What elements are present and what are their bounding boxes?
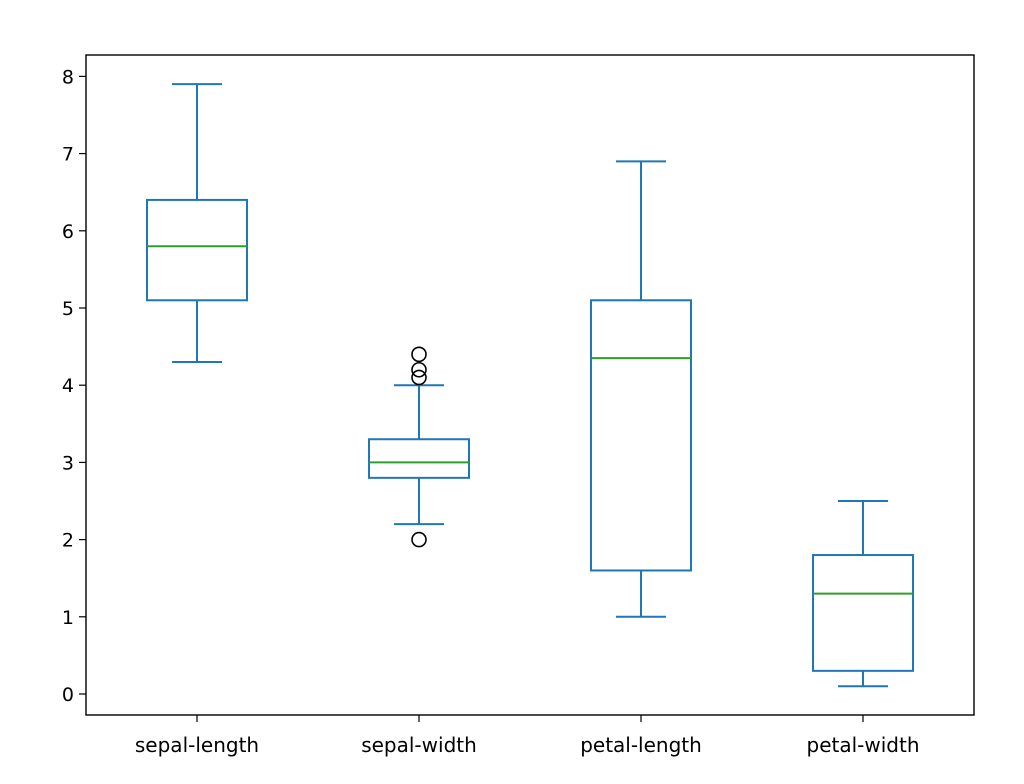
iqr-box bbox=[590, 299, 692, 572]
y-tick-label: 4 bbox=[62, 375, 74, 397]
y-tick-label: 2 bbox=[62, 530, 74, 552]
x-axis: sepal-length sepal-width petal-length petal… bbox=[135, 715, 920, 757]
y-axis: 0 1 2 3 4 5 6 7 8 bbox=[62, 66, 86, 706]
y-tick-label: 1 bbox=[62, 607, 74, 629]
plot-frame bbox=[85, 54, 975, 716]
x-tick-label: sepal-width bbox=[361, 733, 477, 757]
box-sepal-width bbox=[368, 346, 470, 548]
y-tick-label: 8 bbox=[62, 66, 74, 88]
outlier-point bbox=[411, 361, 427, 378]
y-tick-label: 5 bbox=[62, 298, 74, 320]
y-tick-label: 6 bbox=[62, 221, 74, 243]
outlier-point bbox=[411, 531, 427, 548]
iqr-box bbox=[146, 198, 248, 302]
box-sepal-length bbox=[146, 83, 248, 364]
outlier-point bbox=[411, 369, 427, 386]
x-tick-label: petal-length bbox=[580, 733, 702, 757]
iqr-box bbox=[368, 438, 470, 479]
x-tick-label: petal-width bbox=[807, 733, 920, 757]
box-petal-length bbox=[590, 160, 692, 618]
y-tick-label: 0 bbox=[62, 684, 74, 706]
iqr-box bbox=[812, 554, 914, 672]
boxes-layer bbox=[146, 83, 914, 688]
x-tick-label: sepal-length bbox=[135, 733, 259, 757]
y-tick-label: 7 bbox=[62, 144, 74, 166]
outlier-point bbox=[411, 346, 427, 363]
box-petal-width bbox=[812, 500, 914, 688]
y-tick-label: 3 bbox=[62, 452, 74, 474]
